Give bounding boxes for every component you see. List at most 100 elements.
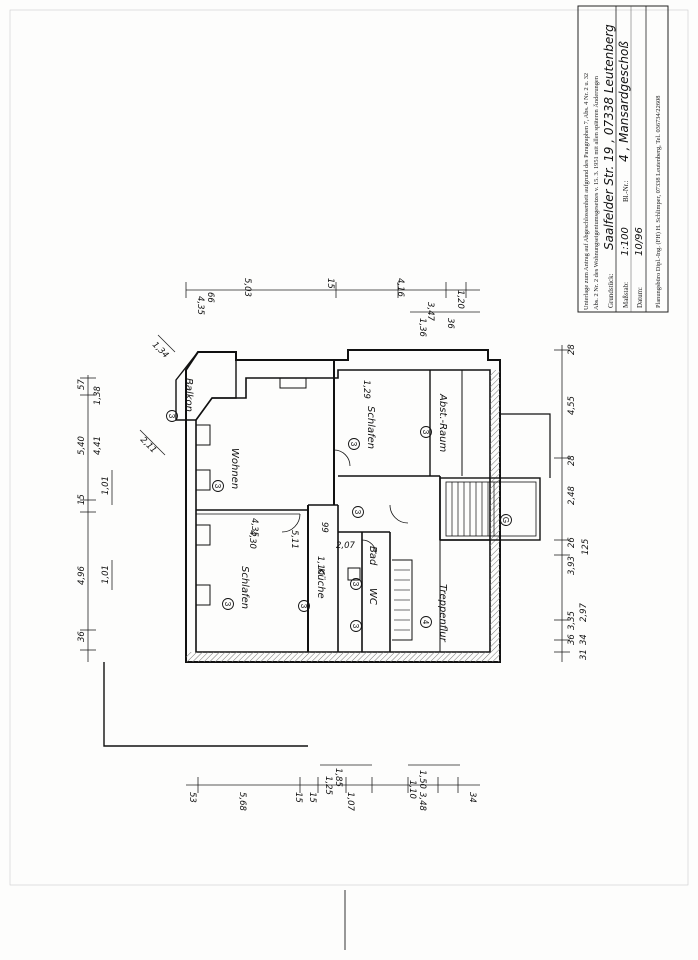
dim-top-0: 4,35 bbox=[195, 296, 205, 315]
dim-left-1: 15 bbox=[77, 494, 87, 505]
dim-bottom-5: 1,07 bbox=[345, 792, 355, 812]
dim-right-3: 26 bbox=[567, 537, 577, 548]
room-1: Wohnen 3 bbox=[212, 448, 240, 492]
room-number: 4 bbox=[421, 620, 430, 625]
room-number-circle bbox=[420, 616, 432, 628]
room-2: Schlafen 3 bbox=[348, 406, 376, 450]
terrace-outline bbox=[103, 662, 308, 747]
room-number: G bbox=[501, 517, 510, 523]
dim-bottom-10: 34 bbox=[467, 792, 477, 803]
dim-bottom-2: 15 bbox=[293, 792, 303, 803]
dim-left-5: 1,01 bbox=[101, 476, 111, 495]
room-10: G bbox=[500, 514, 512, 526]
room-name: Treppenflur bbox=[437, 584, 448, 643]
room-number: 3 bbox=[223, 602, 232, 607]
dim-right-10: 34 bbox=[579, 634, 589, 645]
dim-bottom-4: 1,25 bbox=[323, 776, 333, 795]
dim-right-0: 3,35 bbox=[567, 611, 577, 630]
title-line-1: Unterlage zum Antrag auf Abgeschlossenhe… bbox=[583, 73, 590, 310]
room-name: Bad bbox=[367, 546, 378, 566]
dim-inner-7: 4,35 bbox=[249, 518, 259, 537]
dim-right-11: 31 bbox=[579, 649, 589, 660]
dim-inner-5: 1,10 bbox=[315, 556, 325, 575]
dim-top-8: 66 bbox=[205, 292, 215, 303]
dim-bottom-3: 1,85 bbox=[333, 768, 343, 787]
dim-left-3: 57 bbox=[77, 379, 87, 390]
room-name: Wohnen bbox=[229, 448, 240, 489]
room-number: 3 bbox=[299, 604, 308, 609]
dim-bottom-6: 1,50 bbox=[417, 770, 427, 789]
blnr-value: 4 , Mansardgeschoß bbox=[617, 41, 631, 162]
room-number-circle bbox=[350, 578, 362, 590]
room-name: WC bbox=[367, 588, 378, 605]
office-line: Planungsbüro Dipl.-Ing. (FH) H. Schlimpe… bbox=[655, 96, 662, 308]
dim-right-8: 125 bbox=[581, 539, 591, 555]
room-4: Bad 3 bbox=[350, 546, 378, 590]
dim-left-4: 36 bbox=[77, 631, 87, 642]
room-number: 3 bbox=[349, 442, 358, 447]
room-number-circle bbox=[166, 410, 178, 422]
dim-bottom-8: 53 bbox=[187, 792, 197, 803]
room-name: Schlafen bbox=[239, 566, 250, 609]
title-line-2: Abs. 2 Nr. 2 des Wohnungseigentumsgesetz… bbox=[593, 75, 600, 310]
dim-bottom-9: 15 bbox=[307, 792, 317, 803]
dim-bottom-0: 5,68 bbox=[237, 792, 247, 812]
dim-top-2: 15 bbox=[325, 278, 335, 289]
dim-right-9: 36 bbox=[567, 634, 577, 645]
grundstueck-label: Grundstück: bbox=[607, 273, 615, 308]
dim-left-7: 4,41 bbox=[93, 436, 103, 455]
page-frame bbox=[9, 9, 689, 886]
dim-bottom-1: 3,48 bbox=[417, 792, 427, 812]
dim-left-2: 5,40 bbox=[77, 436, 87, 455]
datum-label: Datum: bbox=[636, 287, 644, 308]
room-number-circle bbox=[298, 600, 310, 612]
room-number: 3 bbox=[353, 510, 362, 515]
blnr-label: Bl.-Nr.: bbox=[622, 181, 630, 202]
room-3: Küche 3 bbox=[298, 568, 326, 612]
dim-inner-6: 4,30 bbox=[247, 530, 257, 549]
dimension-lines bbox=[80, 282, 570, 793]
room-number-circle bbox=[352, 506, 364, 518]
dim-top-1: 5,03 bbox=[242, 278, 252, 297]
title-block: Unterlage zum Antrag auf Abgeschlossenhe… bbox=[577, 5, 669, 313]
room-number-circle bbox=[222, 598, 234, 610]
datum-value: 10/96 bbox=[634, 227, 645, 256]
room-number: 3 bbox=[351, 582, 360, 587]
room-9: 3 bbox=[352, 506, 364, 518]
building-walls bbox=[175, 349, 551, 663]
dim-top-7: 36 bbox=[445, 318, 455, 329]
dim-left-8: 1,38 bbox=[93, 385, 103, 405]
dim-right-6: 4,55 bbox=[567, 396, 577, 415]
dim-inner-8: 5,11 bbox=[289, 530, 299, 549]
dim-top-6: 1,20 bbox=[455, 290, 465, 309]
room-6: Schlafen 3 bbox=[222, 566, 250, 610]
dim-inner-1: 2,11 bbox=[138, 435, 158, 455]
room-name: Küche bbox=[315, 568, 326, 599]
dim-bottom-7: 1,10 bbox=[407, 780, 417, 799]
dim-right-4: 2,48 bbox=[567, 485, 577, 505]
dim-right-2: 3,93 bbox=[567, 556, 577, 575]
room-number-circle bbox=[350, 620, 362, 632]
room-number-circle bbox=[500, 514, 512, 526]
room-number-circle bbox=[212, 480, 224, 492]
dim-inner-3: 99 bbox=[319, 522, 329, 533]
room-name: Schlafen bbox=[365, 406, 376, 449]
massstab-value: 1:100 bbox=[620, 227, 631, 256]
room-number: 3 bbox=[167, 414, 176, 419]
room-number-circle bbox=[348, 438, 360, 450]
dim-right-5: 28 bbox=[567, 455, 577, 466]
dim-inner-2: 1,29 bbox=[361, 380, 371, 399]
room-number: 3 bbox=[213, 484, 222, 489]
dim-top-5: 1,36 bbox=[417, 318, 427, 338]
room-0: Balkon 3 bbox=[166, 378, 194, 422]
dim-right-1: 2,97 bbox=[579, 602, 589, 622]
room-labels: Balkon3Wohnen3Schlafen3Küche3Bad3WC3Schl… bbox=[166, 378, 512, 643]
room-name: Balkon bbox=[183, 378, 194, 412]
room-name: Abst.-Raum bbox=[437, 393, 448, 453]
room-8: Treppenflur 4 bbox=[420, 584, 448, 643]
dim-left-6: 1,01 bbox=[101, 565, 111, 584]
